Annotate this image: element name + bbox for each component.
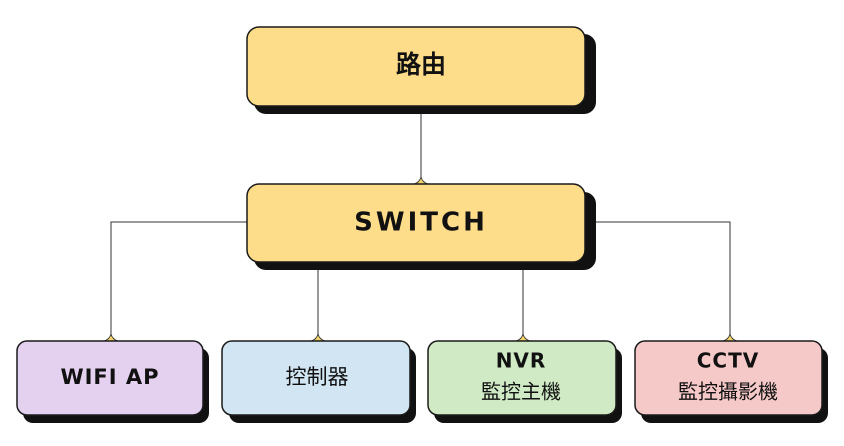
node-router-box [246, 26, 586, 107]
node-controller-box [221, 340, 411, 416]
node-controller-label: 控制器 [286, 365, 349, 389]
node-switch-box [246, 183, 586, 263]
node-wifi-ap-box [16, 340, 204, 416]
node-router-label: 路由 [396, 50, 446, 79]
node-router: 路由 [246, 26, 596, 114]
node-wifi-ap: WIFI AP [16, 340, 209, 423]
node-nvr: NVR 監控主機 [427, 340, 622, 423]
edges [110, 106, 731, 341]
edge-switch-cctv [583, 221, 731, 341]
node-wifi-ap-label: WIFI AP [60, 365, 159, 389]
node-cctv: CCTV 監控攝影機 [634, 340, 828, 423]
node-nvr-label: NVR [496, 349, 547, 373]
node-nvr-box [427, 340, 617, 416]
node-switch: SWITCH [246, 183, 596, 270]
node-cctv-box [634, 340, 823, 416]
node-controller: 控制器 [221, 340, 416, 423]
node-switch-label: SWITCH [354, 208, 488, 238]
node-cctv-sublabel: 監控攝影機 [678, 380, 778, 404]
node-nvr-sublabel: 監控主機 [481, 380, 561, 404]
node-cctv-label: CCTV [697, 349, 759, 373]
edge-switch-wifi-ap [110, 221, 247, 341]
